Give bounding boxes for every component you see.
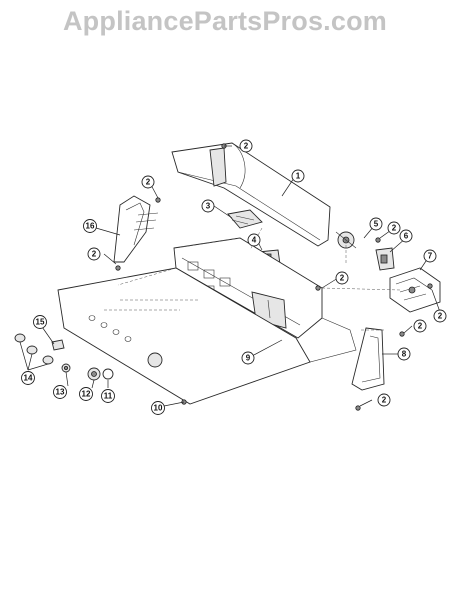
callout-13: 13 — [53, 385, 67, 399]
svg-text:8: 8 — [402, 350, 407, 359]
svg-text:7: 7 — [428, 252, 433, 261]
svg-text:1: 1 — [296, 172, 301, 181]
callout-2d: 2 — [387, 221, 401, 235]
svg-text:5: 5 — [374, 220, 379, 229]
callout-3: 3 — [201, 199, 215, 213]
callout-2h: 2 — [377, 393, 391, 407]
alignment-guides — [104, 227, 401, 331]
part-11-knob[interactable] — [102, 368, 114, 380]
part-10-front-panel[interactable] — [57, 267, 311, 405]
callout-16: 16 — [83, 219, 97, 233]
svg-text:4: 4 — [252, 236, 257, 245]
svg-text:6: 6 — [404, 232, 409, 241]
part-15-button[interactable] — [51, 339, 65, 351]
callout-2e: 2 — [335, 271, 349, 285]
part-14-knob-a[interactable] — [14, 333, 26, 343]
part-6-switch[interactable] — [375, 247, 395, 271]
part-16-left-end-cap[interactable] — [113, 195, 159, 263]
part-14-knob-b[interactable] — [26, 345, 38, 355]
callout-2f: 2 — [433, 309, 447, 323]
callout-1: 1 — [291, 169, 305, 183]
svg-text:3: 3 — [206, 202, 211, 211]
callout-11: 11 — [101, 389, 115, 403]
part-8-right-end-cap[interactable] — [351, 327, 385, 391]
callout-2c: 2 — [87, 247, 101, 261]
callout-12: 12 — [79, 387, 93, 401]
callout-2b: 2 — [141, 175, 155, 189]
part-7-timer[interactable] — [389, 267, 441, 313]
callout-9: 9 — [241, 351, 255, 365]
svg-text:15: 15 — [36, 318, 45, 327]
svg-text:2: 2 — [146, 178, 151, 187]
screws — [115, 143, 433, 411]
part-13-knob[interactable] — [61, 363, 71, 373]
callout-2g: 2 — [413, 319, 427, 333]
svg-text:2: 2 — [340, 274, 345, 283]
svg-text:14: 14 — [24, 374, 33, 383]
callout-15: 15 — [33, 315, 47, 329]
callout-4: 4 — [247, 233, 261, 247]
svg-text:11: 11 — [104, 392, 113, 401]
part-12-knob[interactable] — [87, 367, 101, 381]
svg-text:10: 10 — [154, 404, 163, 413]
leader-lines — [19, 145, 441, 407]
callout-14: 14 — [21, 371, 35, 385]
part-1-top-cover[interactable] — [171, 142, 331, 247]
callout-5: 5 — [369, 217, 383, 231]
svg-text:2: 2 — [392, 224, 397, 233]
watermark-text: AppliancePartsPros.com — [62, 6, 387, 36]
svg-text:2: 2 — [92, 250, 97, 259]
svg-text:13: 13 — [56, 388, 65, 397]
callout-8: 8 — [397, 347, 411, 361]
svg-text:2: 2 — [438, 312, 443, 321]
callout-7: 7 — [423, 249, 437, 263]
svg-text:2: 2 — [418, 322, 423, 331]
svg-text:2: 2 — [382, 396, 387, 405]
svg-text:12: 12 — [82, 390, 91, 399]
svg-text:2: 2 — [244, 142, 249, 151]
part-14-knob-c[interactable] — [42, 355, 54, 365]
svg-text:9: 9 — [246, 354, 251, 363]
callout-2a: 2 — [239, 139, 253, 153]
svg-text:16: 16 — [86, 222, 95, 231]
part-3-bracket[interactable] — [227, 209, 263, 229]
callout-10: 10 — [151, 401, 165, 415]
callout-6: 6 — [399, 229, 413, 243]
